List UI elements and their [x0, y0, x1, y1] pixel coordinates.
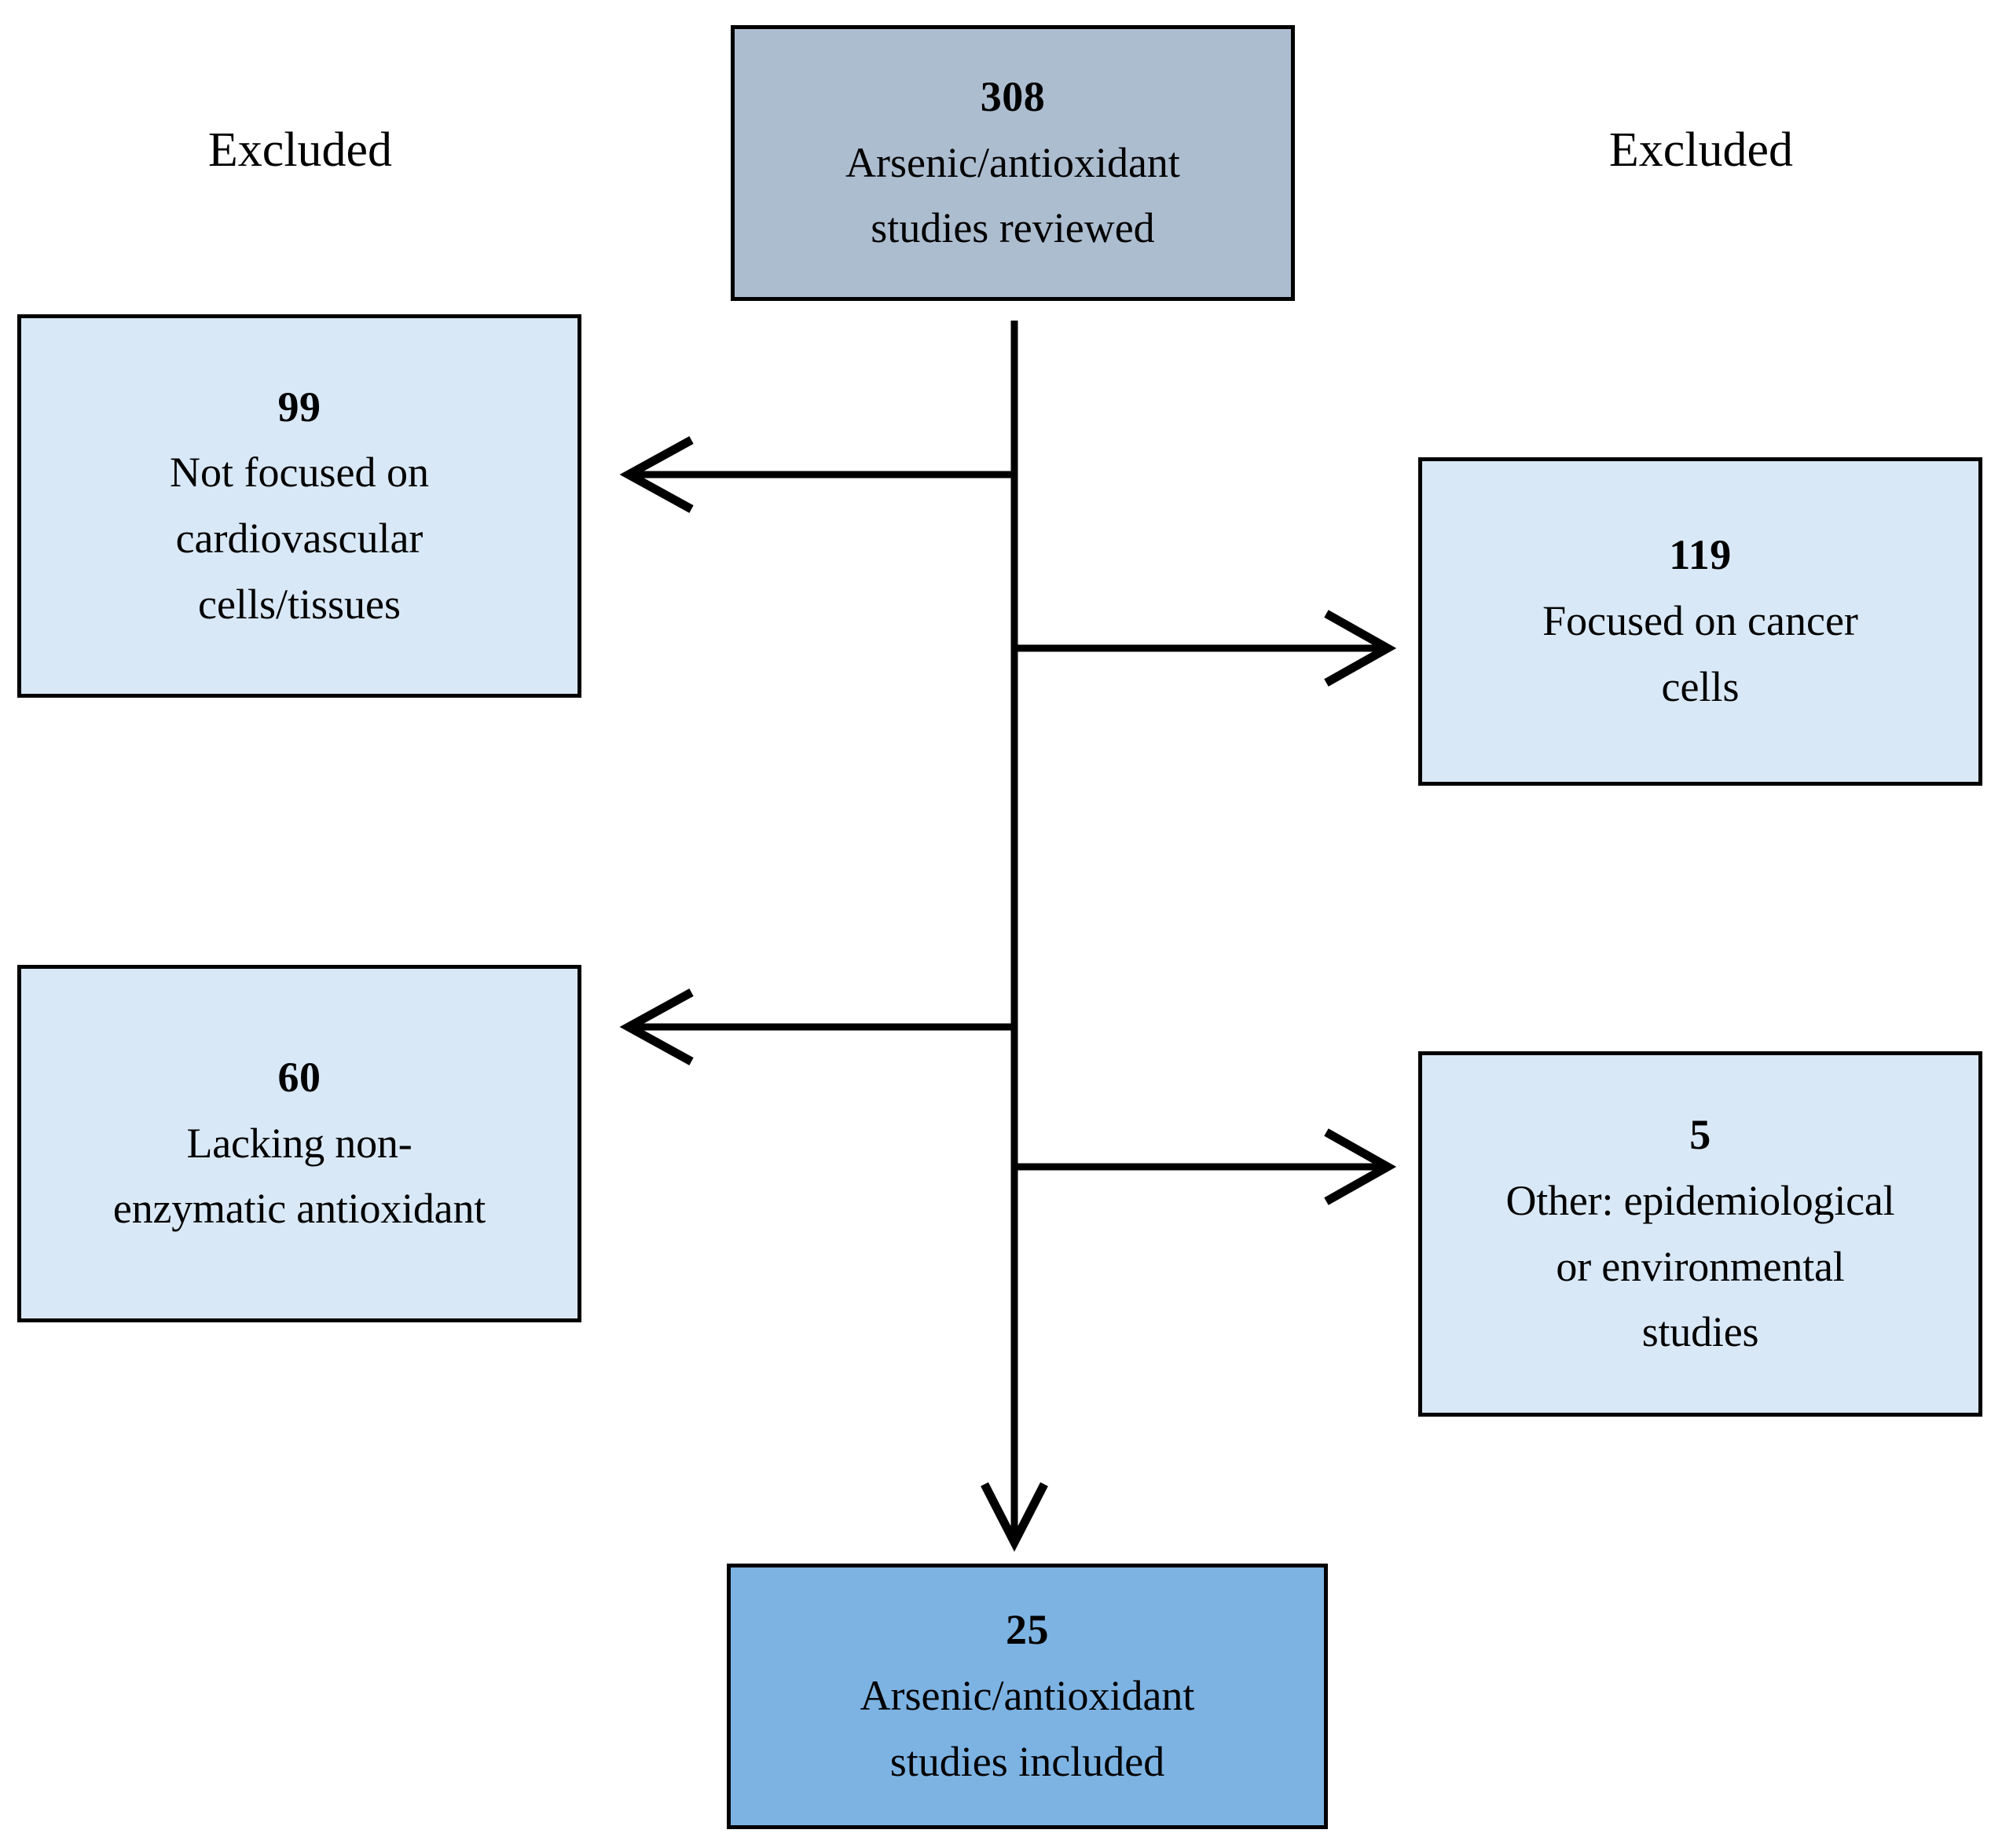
caption-excluded-left-label: Excluded — [207, 123, 393, 177]
node-excluded-not-cardiovascular-count: 99 — [277, 383, 321, 431]
caption-excluded-right: Excluded — [1418, 126, 1984, 174]
node-excluded-lacking-nonenzymatic-count: 60 — [277, 1053, 321, 1101]
node-studies-reviewed-count: 308 — [980, 72, 1046, 120]
caption-excluded-left: Excluded — [17, 126, 583, 174]
node-excluded-not-cardiovascular-line-2: cardiovascular — [175, 515, 424, 562]
node-excluded-other-studies-count: 5 — [1689, 1111, 1711, 1159]
node-studies-included-line-2: studies included — [889, 1737, 1165, 1785]
node-studies-reviewed[interactable]: 308 Arsenic/antioxidant studies reviewed — [731, 25, 1295, 301]
node-excluded-cancer-cells-line-2: cells — [1661, 662, 1740, 710]
node-excluded-other-studies-line-1: Other: epidemiological — [1505, 1176, 1895, 1224]
node-excluded-not-cardiovascular[interactable]: 99 Not focused on cardiovascular cells/t… — [17, 314, 581, 698]
branch-right-2-arrowhead-icon — [1324, 1128, 1397, 1205]
node-excluded-other-studies-line-2: or environmental — [1556, 1242, 1845, 1290]
node-excluded-lacking-nonenzymatic[interactable]: 60 Lacking non- enzymatic antioxidant — [17, 965, 581, 1322]
node-excluded-cancer-cells-count: 119 — [1669, 531, 1732, 579]
branch-left-2-arrowhead-icon — [619, 988, 694, 1065]
node-excluded-other-studies[interactable]: 5 Other: epidemiological or environmenta… — [1418, 1051, 1982, 1417]
node-excluded-lacking-nonenzymatic-line-2: enzymatic antioxidant — [112, 1185, 486, 1233]
node-studies-included-line-1: Arsenic/antioxidant — [860, 1672, 1195, 1720]
spine-arrowhead-icon — [981, 1482, 1048, 1553]
node-excluded-other-studies-line-3: studies — [1641, 1308, 1759, 1356]
node-excluded-not-cardiovascular-line-1: Not focused on — [170, 449, 429, 497]
node-excluded-cancer-cells[interactable]: 119 Focused on cancer cells — [1418, 457, 1982, 786]
caption-excluded-right-label: Excluded — [1608, 123, 1794, 177]
node-studies-included-count: 25 — [1006, 1606, 1049, 1654]
node-excluded-cancer-cells-line-1: Focused on cancer — [1542, 597, 1858, 645]
branch-right-1-arrowhead-icon — [1324, 610, 1397, 687]
node-studies-reviewed-line-1: Arsenic/antioxidant — [845, 138, 1180, 186]
node-studies-included[interactable]: 25 Arsenic/antioxidant studies included — [727, 1564, 1328, 1829]
node-excluded-not-cardiovascular-line-3: cells/tissues — [198, 580, 401, 628]
branch-left-1-arrowhead-icon — [619, 436, 694, 513]
node-excluded-lacking-nonenzymatic-line-1: Lacking non- — [186, 1119, 412, 1167]
node-studies-reviewed-line-2: studies reviewed — [871, 204, 1155, 252]
